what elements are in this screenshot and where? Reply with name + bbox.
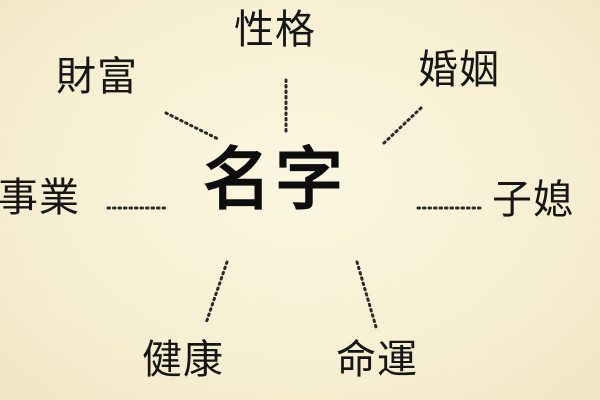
connector-health (204, 260, 229, 325)
node-fate: 命運 (336, 337, 418, 383)
node-marriage: 婚姻 (418, 47, 500, 93)
node-wealth: 財富 (56, 54, 138, 100)
node-children: 子媳 (492, 177, 574, 223)
node-personality: 性格 (234, 7, 316, 53)
center-node: 名字 (203, 140, 348, 220)
connector-marriage (381, 106, 423, 146)
node-health: 健康 (142, 337, 224, 383)
connector-fate (355, 260, 378, 329)
node-career: 事業 (0, 175, 80, 221)
connector-wealth (164, 111, 220, 141)
